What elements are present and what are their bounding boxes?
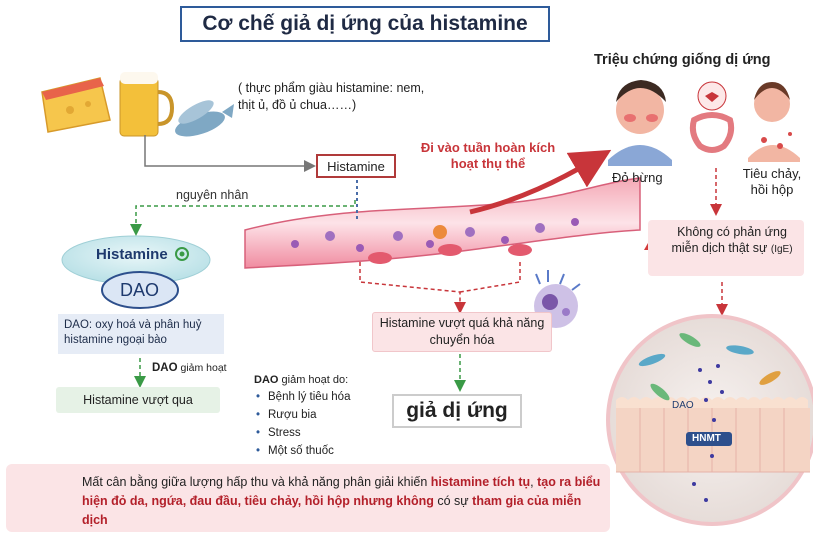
dao-causes-rest: giảm hoạt do: — [278, 374, 349, 386]
dao-reduced-bold: DAO — [152, 362, 178, 374]
fish-icon — [175, 100, 234, 137]
warning-bold: histamine tích tụ — [430, 475, 531, 489]
warning-bold: tham gia của miễn dịch — [82, 494, 582, 527]
gut-dao-label: DAO — [672, 400, 694, 411]
blood-vessel — [244, 177, 641, 269]
no-immune-main: Không có phản ứng miễn dịch thật sự — [671, 225, 787, 255]
symptom-flush: Đỏ bừng — [612, 170, 663, 185]
dao-causes-bold: DAO — [254, 374, 279, 386]
dao-causes-list: DAO giảm hoạt do: Bệnh lý tiêu hóa Rượu … — [254, 374, 374, 463]
warning-part: Mất cân bằng giữa lượng hấp thu và khả n… — [82, 475, 431, 489]
no-immune-box — [648, 220, 804, 276]
gut-intestine-icon — [689, 81, 735, 153]
warning-bold: nhưng không — [353, 494, 434, 508]
page-title: Cơ chế giả dị ứng của histamine — [180, 6, 550, 42]
pseudo-allergy-box: giả dị ứng — [392, 394, 522, 428]
dao-cause-item: Stress — [256, 427, 374, 439]
dao-causes-header: DAO giảm hoạt do: — [254, 374, 374, 386]
gut-lumen-graphic — [606, 314, 813, 526]
dao-cause-item: Một số thuốc — [256, 445, 374, 457]
no-immune-sub: (IgE) — [770, 244, 793, 255]
dao-reduced-label: DAO giảm hoạt — [152, 362, 227, 374]
cause-label: nguyên nhân — [176, 188, 249, 202]
symptom-diarrhea-line1: Tiêu chảy, — [742, 166, 802, 181]
histamine-passes-box: Histamine vượt qua — [56, 387, 220, 413]
symptom-diarrhea: Tiêu chảy, hồi hộp — [732, 166, 812, 198]
flushed-face-icon — [608, 80, 672, 166]
gut-hnmt-label: HNMT — [692, 433, 721, 444]
warning-text: Mất cân bằng giữa lượng hấp thu và khả n… — [82, 473, 604, 530]
dao-reduced-rest: giảm hoạt — [177, 362, 227, 374]
dao-oval-graphic — [61, 235, 211, 309]
dao-cause-item: Rượu bia — [256, 409, 374, 421]
overflow-box: Histamine vượt quá khả năng chuyển hóa — [372, 312, 552, 352]
symptoms-title: Triệu chứng giống dị ứng — [594, 52, 771, 68]
dao-description: DAO: oxy hoá và phân huỷ histamine ngoại… — [58, 314, 224, 354]
no-immune-text: Không có phản ứng miễn dịch thật sự (IgE… — [664, 224, 800, 258]
dao-oval-histamine: Histamine — [96, 246, 168, 263]
dao-cause-item: Bệnh lý tiêu hóa — [256, 391, 374, 403]
circulation-label: Đi vào tuần hoàn kích hoạt thụ thể — [420, 140, 556, 171]
dao-oval-dao: DAO — [120, 280, 160, 300]
symptom-diarrhea-line2: hồi hộp — [750, 182, 794, 197]
histamine-box: Histamine — [316, 154, 396, 178]
rash-person-icon — [748, 82, 800, 162]
beer-icon — [119, 72, 175, 137]
cheese-icon — [41, 77, 111, 133]
warning-bold: tạo ra biểu hiện đỏ da, ngứa, đau đầu, t… — [82, 475, 601, 508]
warning-box — [6, 464, 610, 532]
food-note: ( thực phẩm giàu histamine: nem, thịt ủ,… — [238, 81, 425, 112]
warning-part: , — [530, 475, 538, 489]
warning-part: có sự — [433, 494, 473, 508]
